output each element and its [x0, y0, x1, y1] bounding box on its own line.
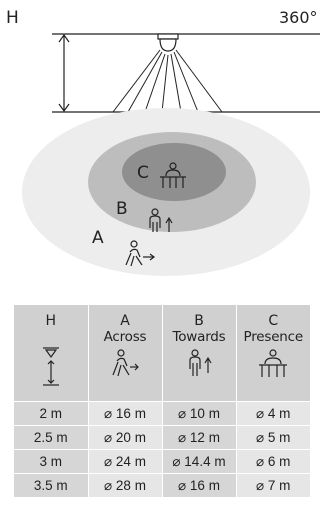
across-cell: ⌀ 28 m [88, 473, 163, 497]
table-row: 3.5 m ⌀ 28 m ⌀ 16 m ⌀ 7 m [14, 473, 310, 497]
presence-cell: ⌀ 6 m [236, 449, 310, 474]
detection-rays [112, 49, 223, 113]
header-cell-h: H [14, 305, 89, 402]
table-row: 2 m ⌀ 16 m ⌀ 10 m ⌀ 4 m [14, 401, 310, 426]
header-letter: B [194, 313, 204, 329]
header-letter: H [45, 313, 57, 329]
zone-c-label: C [137, 163, 149, 183]
zone-b-label: B [116, 199, 128, 219]
header-word: Towards [172, 329, 226, 345]
header-word: Presence [243, 329, 304, 345]
towards-cell: ⌀ 10 m [162, 401, 237, 426]
header-word: Across [103, 329, 147, 345]
towards-cell: ⌀ 16 m [162, 473, 237, 497]
walk-across-icon [112, 349, 139, 377]
presence-cell: ⌀ 4 m [236, 401, 310, 426]
height-cell: 3 m [14, 449, 89, 474]
height-cell: 2.5 m [14, 425, 89, 450]
table-row: 3 m ⌀ 24 m ⌀ 14.4 m ⌀ 6 m [14, 449, 310, 474]
across-cell: ⌀ 20 m [88, 425, 163, 450]
height-label: H [6, 8, 19, 28]
walk-across-icon [125, 240, 155, 267]
header-cell-c: C Presence [236, 305, 310, 402]
header-cell-a: A Across [88, 305, 163, 402]
coverage-table: H A Across [14, 305, 310, 497]
zone-a-label: A [92, 228, 104, 248]
detection-diagram: H 360° C B A [6, 8, 320, 276]
presence-desk-icon [259, 349, 288, 377]
table-row: 2.5 m ⌀ 20 m ⌀ 12 m ⌀ 5 m [14, 425, 310, 450]
towards-cell: ⌀ 12 m [162, 425, 237, 450]
header-letter: C [268, 313, 279, 329]
walk-towards-icon [149, 208, 173, 232]
height-dimension-arrow [58, 33, 70, 113]
height-cell: 2 m [14, 401, 89, 426]
zone-c-ellipse [122, 143, 226, 201]
ceiling-sensor-icon [157, 33, 179, 52]
sensor-height-icon [42, 347, 59, 386]
angle-label: 360° [279, 8, 318, 27]
across-cell: ⌀ 24 m [88, 449, 163, 474]
across-cell: ⌀ 16 m [88, 401, 163, 426]
walk-towards-icon [189, 349, 212, 376]
header-letter: A [120, 313, 130, 329]
header-cell-b: B Towards [162, 305, 237, 402]
presence-desk-icon [160, 162, 186, 188]
height-cell: 3.5 m [14, 473, 89, 497]
presence-cell: ⌀ 7 m [236, 473, 310, 497]
towards-cell: ⌀ 14.4 m [162, 449, 237, 474]
presence-cell: ⌀ 5 m [236, 425, 310, 450]
